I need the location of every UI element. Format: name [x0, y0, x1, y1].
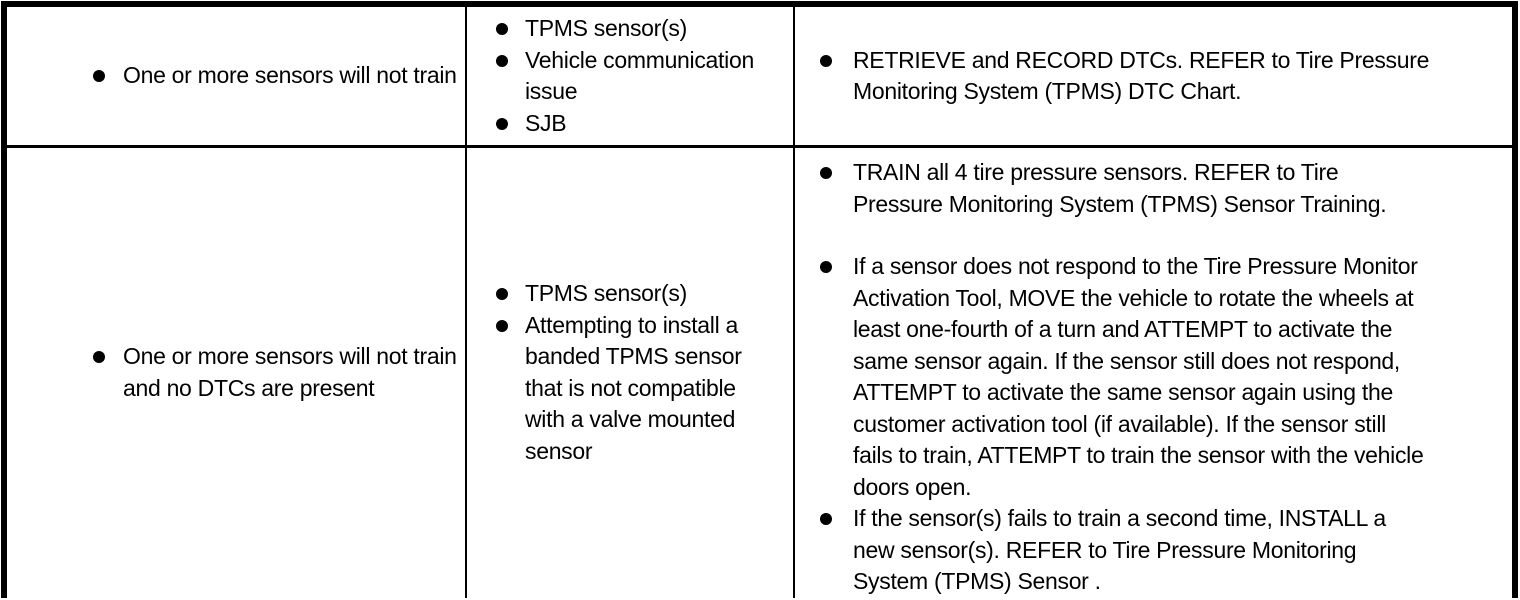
condition-cell-row2: One or more sensors will not train and n…: [7, 148, 467, 598]
list-item: TPMS sensor(s): [496, 13, 789, 45]
source-text: TPMS sensor(s): [525, 280, 687, 307]
possible-sources-cell-row2: TPMS sensor(s) Attempting to install a b…: [467, 148, 795, 598]
source-text: SJB: [525, 109, 567, 136]
source-text: Attempting to install a banded TPMS sens…: [525, 311, 742, 464]
list-item: One or more sensors will not train and n…: [93, 341, 459, 404]
action-text: RETRIEVE and RECORD DTCs. REFER to Tire …: [853, 46, 1430, 105]
list-item: TPMS sensor(s): [496, 278, 789, 310]
list-item: TRAIN all 4 tire pressure sensors. REFER…: [820, 157, 1506, 220]
action-cell-row2: TRAIN all 4 tire pressure sensors. REFER…: [795, 148, 1512, 598]
action-text: If a sensor does not respond to the Tire…: [853, 253, 1424, 500]
list-item: Attempting to install a banded TPMS sens…: [496, 310, 789, 468]
bullet-icon: [93, 351, 105, 364]
bullet-icon: [496, 319, 508, 332]
possible-sources-cell-row1: TPMS sensor(s) Vehicle communication iss…: [467, 7, 795, 148]
list-item: SJB: [496, 108, 789, 140]
list-item: If the sensor(s) fails to train a second…: [820, 503, 1506, 598]
bullet-icon: [820, 261, 832, 273]
bullet-icon: [496, 288, 508, 301]
action-text: TRAIN all 4 tire pressure sensors. REFER…: [853, 159, 1387, 217]
bullet-icon: [496, 54, 508, 67]
source-text: Vehicle communication issue: [525, 46, 754, 105]
bullet-icon: [820, 167, 832, 179]
list-item: RETRIEVE and RECORD DTCs. REFER to Tire …: [820, 45, 1506, 108]
list-item: One or more sensors will not train: [93, 60, 459, 92]
bullet-icon: [93, 70, 105, 83]
action-cell-row1: RETRIEVE and RECORD DTCs. REFER to Tire …: [795, 7, 1512, 148]
action-text: If the sensor(s) fails to train a second…: [853, 505, 1386, 594]
condition-text: One or more sensors will not train and n…: [123, 343, 457, 401]
bullet-icon: [496, 117, 508, 130]
bullet-icon: [496, 23, 508, 35]
list-item: If a sensor does not respond to the Tire…: [820, 251, 1506, 503]
list-item: Vehicle communication issue: [496, 45, 789, 108]
bullet-icon: [820, 513, 832, 525]
condition-cell-row1: One or more sensors will not train: [7, 7, 467, 148]
source-text: TPMS sensor(s): [525, 15, 687, 41]
bullet-icon: [820, 54, 832, 67]
condition-text: One or more sensors will not train: [123, 62, 457, 89]
